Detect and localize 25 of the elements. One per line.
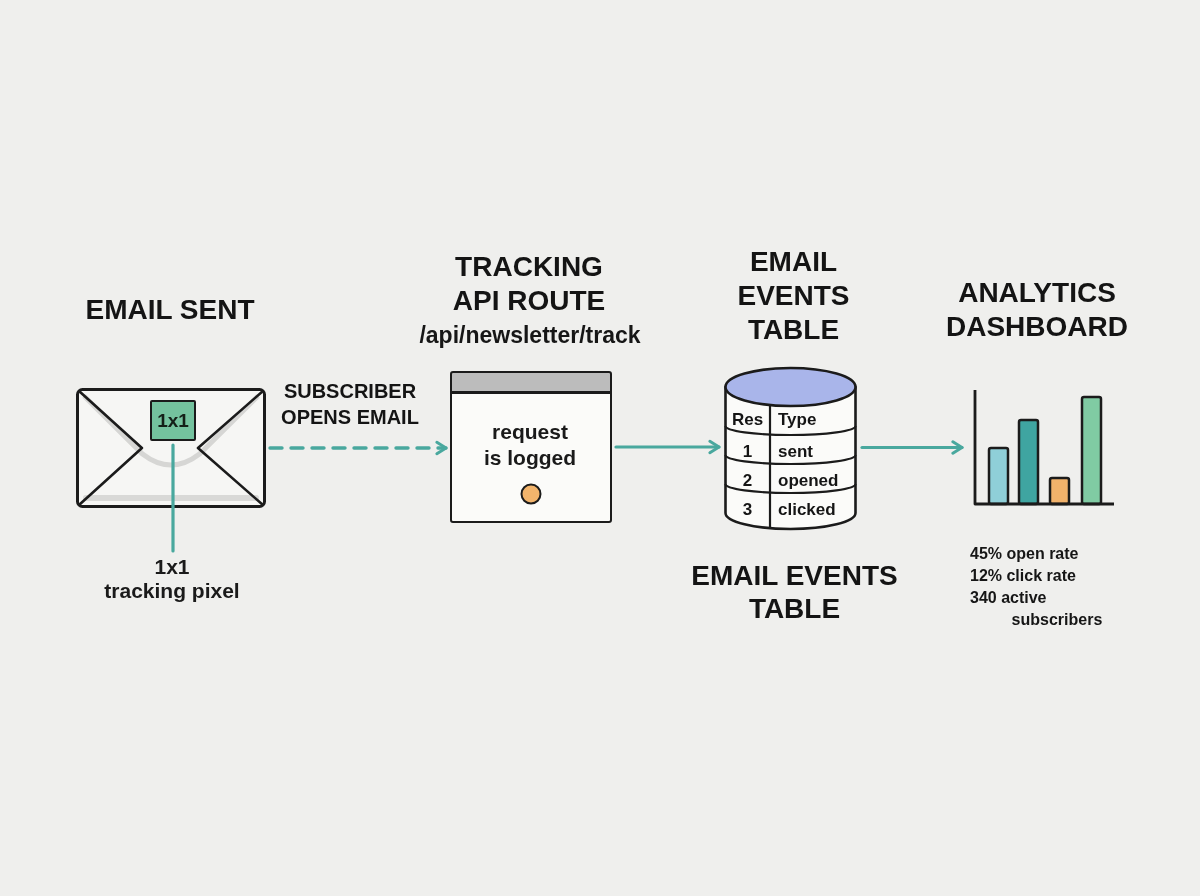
leader-line [171, 443, 175, 553]
step-heading: EMAIL EVENTS TABLE [736, 245, 851, 347]
table-entry: clicked [778, 500, 836, 520]
window-text: request is logged [482, 419, 578, 471]
metric-text: 12% click rate [970, 566, 1077, 586]
pixel-caption: tracking pixel [103, 579, 241, 603]
table-entry: 1 [741, 442, 754, 462]
tracking-pixel-square: 1x1 [150, 400, 196, 441]
arrow [614, 439, 721, 455]
metric-text: 45% open rate [970, 544, 1080, 564]
table-entry: 2 [741, 471, 754, 491]
route-path: /api/newsletter/track [418, 321, 642, 350]
table-caption: EMAIL EVENTS TABLE [690, 559, 899, 625]
table-header-text: Type [778, 410, 817, 430]
pixel-caption: 1x1 [153, 555, 191, 579]
dashed-arrow [268, 440, 448, 456]
step-heading: TRACKING API ROUTE [451, 250, 607, 318]
table-entry: opened [778, 471, 839, 491]
metric-text: 340 active subscribers [970, 588, 1104, 630]
table-entry: sent [778, 442, 813, 462]
step-heading: EMAIL SENT [84, 293, 256, 327]
table-entry: 3 [741, 500, 754, 520]
arrow [860, 440, 964, 455]
step-heading: ANALYTICS DASHBOARD [945, 276, 1129, 344]
table-header-text: Res [730, 410, 765, 430]
